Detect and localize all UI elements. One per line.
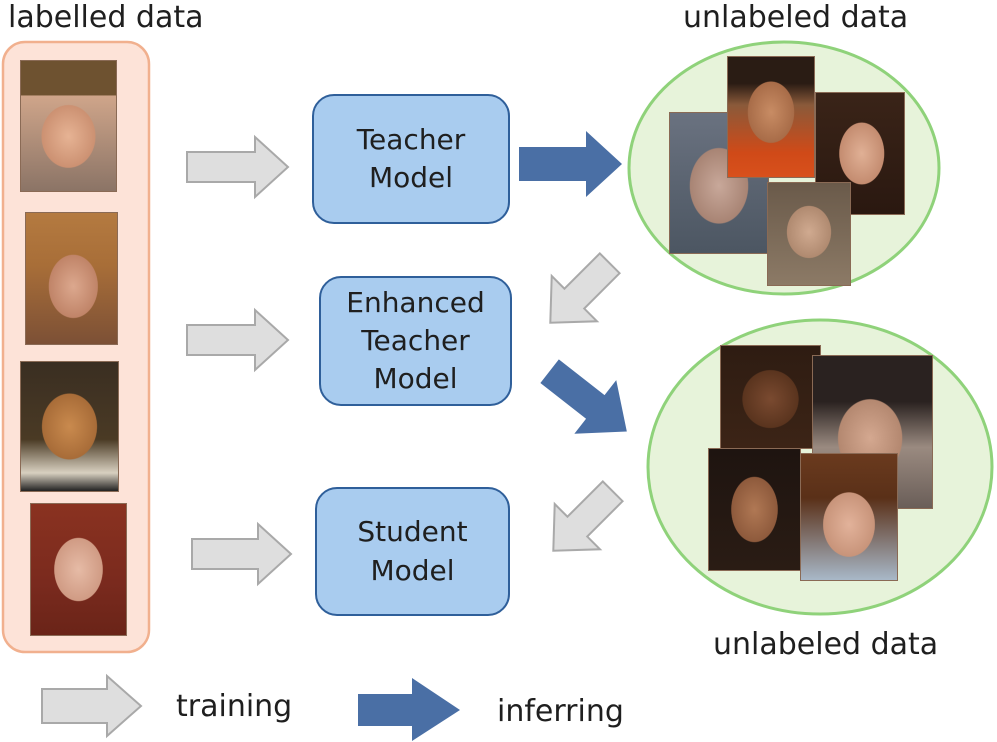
legend-inferring-arrow (358, 678, 460, 741)
enhanced-teacher-model-label-line-1: Enhanced (346, 285, 485, 319)
unlabeled-face-photo-2 (727, 56, 815, 178)
legend-inferring-label: inferring (497, 694, 624, 729)
teacher-model-box: Teacher Model (312, 94, 510, 224)
teacher-model-label-line-2: Model (368, 161, 454, 194)
teacher-model-label-line-1: Teacher (356, 122, 466, 156)
enhanced-teacher-model-box: Enhanced Teacher Model (319, 276, 512, 406)
legend-training-label: training (176, 689, 293, 724)
training-arrow-pool1-to-enhanced-teacher (549, 251, 622, 324)
inferring-arrow-enhanced-to-pool2 (540, 359, 627, 434)
unlabeled-face-photo-5 (720, 345, 821, 449)
labelled-face-photo-3 (20, 361, 119, 492)
training-arrow-to-enhanced-teacher (186, 307, 290, 373)
labelled-face-photo-4 (30, 503, 127, 636)
student-model-label-line-1: Student (357, 515, 468, 549)
labelled-face-photo-2 (25, 212, 118, 345)
inferring-arrow-teacher-to-pool1 (519, 131, 622, 197)
unlabeled-face-photo-4 (767, 182, 851, 286)
labelled-data-label: labelled data (8, 0, 204, 35)
legend-training-arrow (41, 673, 143, 739)
training-arrow-to-student (191, 521, 293, 587)
enhanced-teacher-model-label-line-3: Model (373, 362, 458, 396)
student-model-label-line-2: Model (370, 553, 455, 587)
labelled-data-panel (1, 40, 151, 654)
training-arrow-to-teacher (186, 134, 290, 200)
unlabeled-data-label-bottom: unlabeled data (713, 627, 939, 662)
student-model-box: Student Model (315, 487, 510, 616)
unlabeled-data-label-top: unlabeled data (683, 0, 909, 35)
unlabeled-face-photo-8 (800, 453, 898, 581)
labelled-face-photo-1 (20, 60, 117, 192)
enhanced-teacher-model-label-line-2: Teacher (361, 323, 470, 357)
training-arrow-pool2-to-student (552, 479, 625, 552)
unlabeled-face-photo-7 (708, 448, 801, 571)
